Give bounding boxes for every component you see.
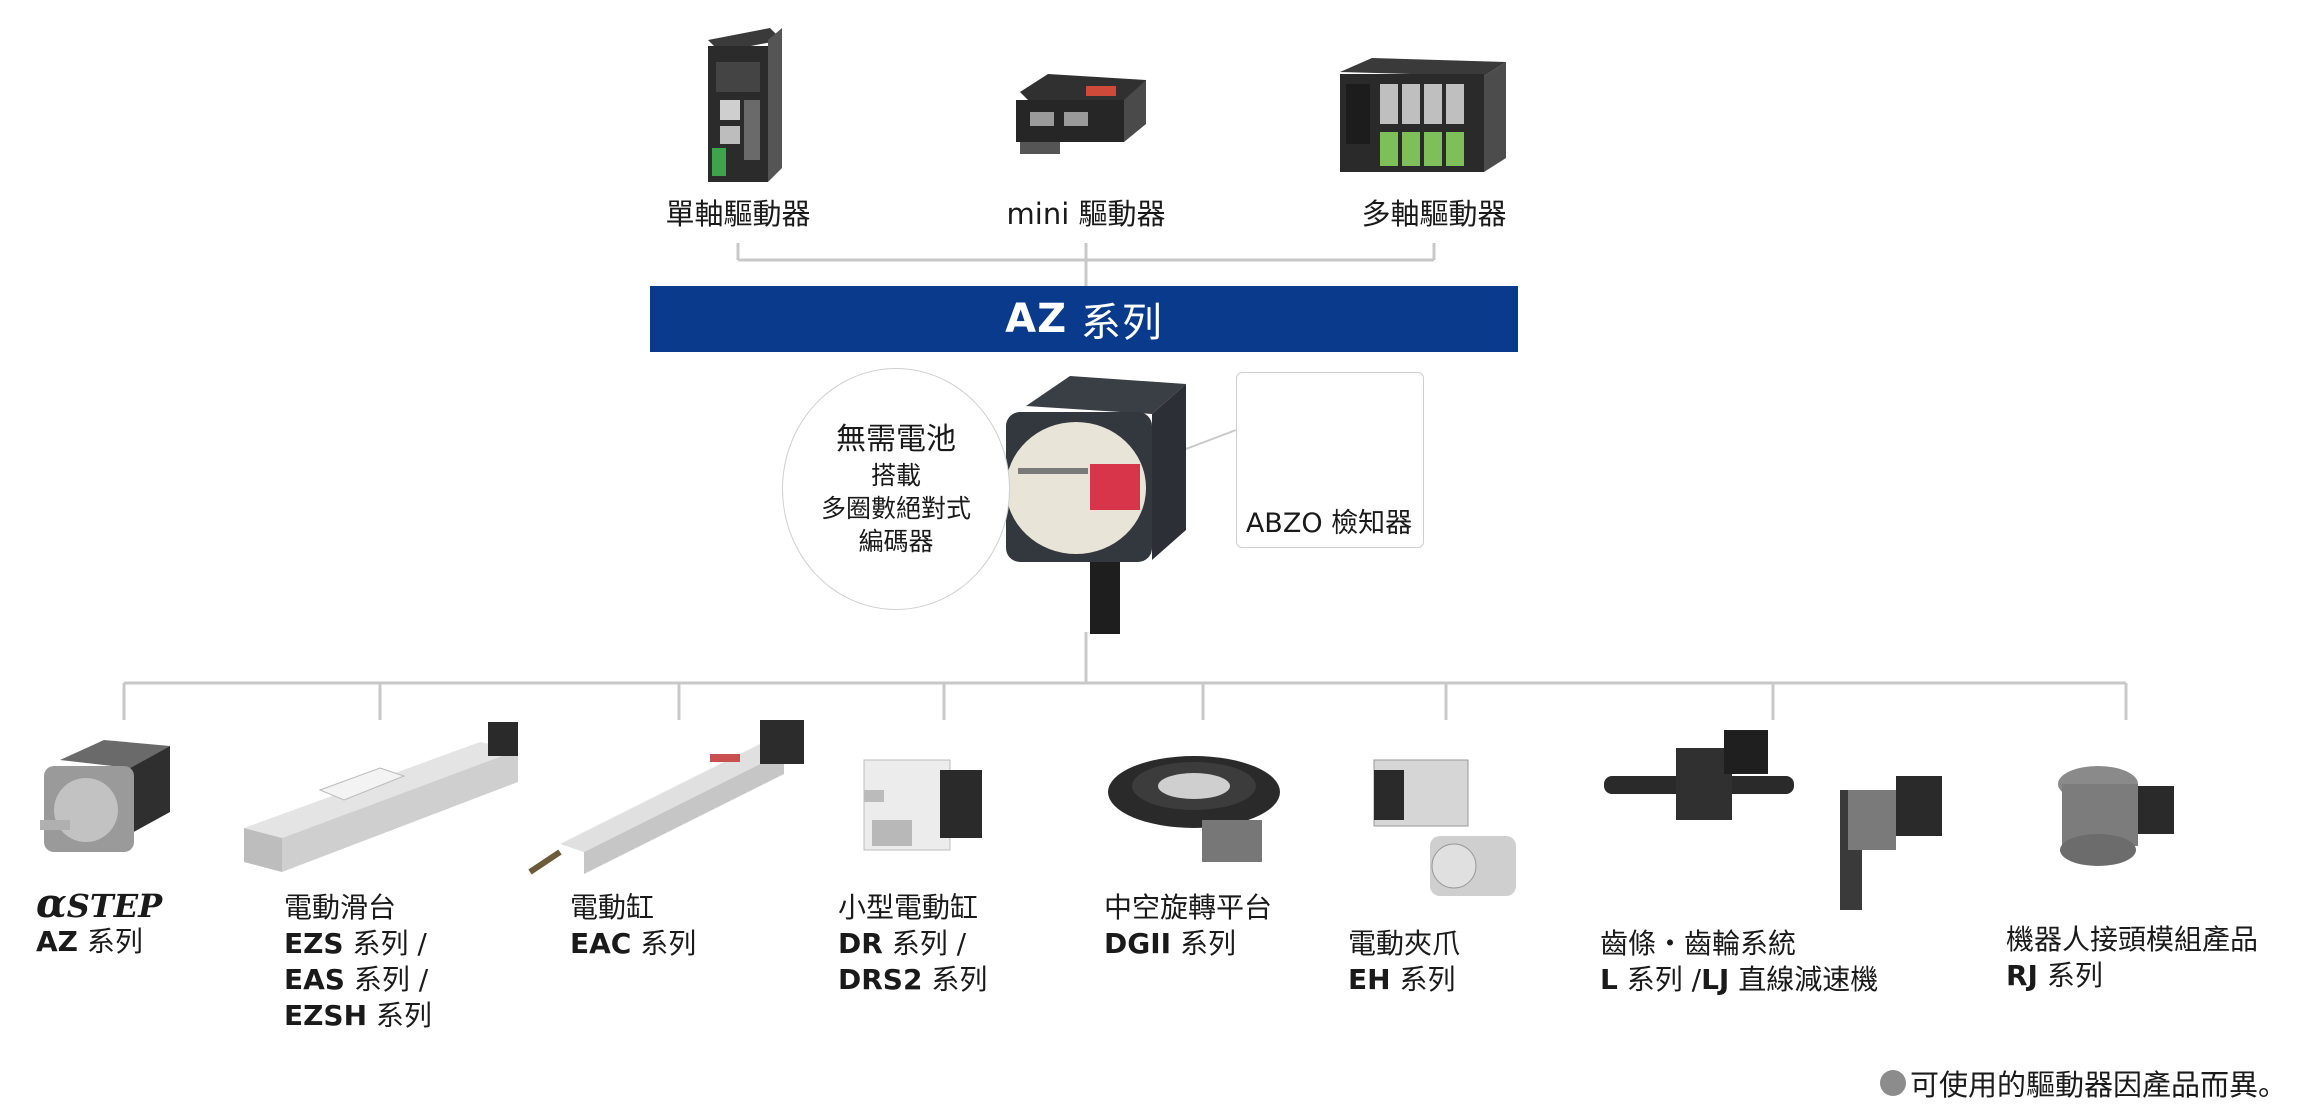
- footnote: 可使用的驅動器因產品而異。: [1880, 1062, 2287, 1104]
- footnote-text: 可使用的驅動器因產品而異。: [1910, 1068, 2288, 1102]
- multi-axis-driver-icon: [1340, 58, 1506, 172]
- product-rack-pinion: 齒條・齒輪系統 L 系列 /LJ 直線減速機: [1600, 927, 1879, 996]
- encoder-callout-box: [1236, 372, 1424, 548]
- battery-free-line1: 無需電池: [836, 421, 956, 457]
- battery-free-line4: 編碼器: [858, 526, 934, 556]
- product-astep: αSTEP AZ 系列: [36, 880, 163, 959]
- product-hollow-rotary: 中空旋轉平台 DGII 系列: [1104, 891, 1273, 960]
- driver-label-single-axis: 單軸驅動器: [665, 197, 811, 231]
- az-series-bold: AZ: [1005, 296, 1068, 342]
- mini-driver-icon: [1016, 74, 1146, 154]
- robot-joint-module-icon: [2058, 766, 2174, 866]
- driver-label-mini: mini 驅動器: [1006, 197, 1166, 231]
- rack-pinion-icon: [1604, 730, 1942, 910]
- single-axis-driver-icon: [708, 28, 782, 182]
- driver-label-multi-axis: 多軸驅動器: [1361, 197, 1507, 231]
- encoder-label: ABZO 檢知器: [1245, 508, 1413, 539]
- product-electric-slider: 電動滑台 EZS 系列 / EAS 系列 / EZSH 系列: [284, 891, 432, 1032]
- battery-free-line3: 多圈數絕對式: [820, 493, 971, 523]
- product-electric-cylinder: 電動缸 EAC 系列: [570, 891, 697, 960]
- astep-az-motor-icon: [40, 740, 170, 852]
- battery-free-line2: 搭載: [870, 460, 921, 490]
- encoder-pointer: [1177, 429, 1237, 453]
- hollow-rotary-actuator-icon: [1108, 756, 1280, 862]
- electric-gripper-icon: [1373, 759, 1516, 896]
- az-series-bar: AZ 系列: [650, 286, 1518, 352]
- az-motor-icon: [1006, 376, 1186, 634]
- product-electric-gripper: 電動夾爪 EH 系列: [1348, 927, 1461, 996]
- product-compact-cylinder: 小型電動缸 DR 系列 / DRS2 系列: [838, 891, 988, 996]
- electric-cylinder-icon: [528, 720, 804, 875]
- electric-slider-icon: [244, 722, 518, 872]
- az-series-rest: 系列: [1067, 300, 1163, 346]
- astep-logo: αSTEP: [36, 880, 163, 927]
- battery-free-callout: 無需電池 搭載 多圈數絕對式 編碼器: [782, 368, 1010, 610]
- product-robot-joint: 機器人接頭模組產品 RJ 系列: [2006, 923, 2259, 992]
- bullet-dot-icon: [1880, 1070, 1906, 1096]
- compact-cylinder-icon: [863, 759, 982, 851]
